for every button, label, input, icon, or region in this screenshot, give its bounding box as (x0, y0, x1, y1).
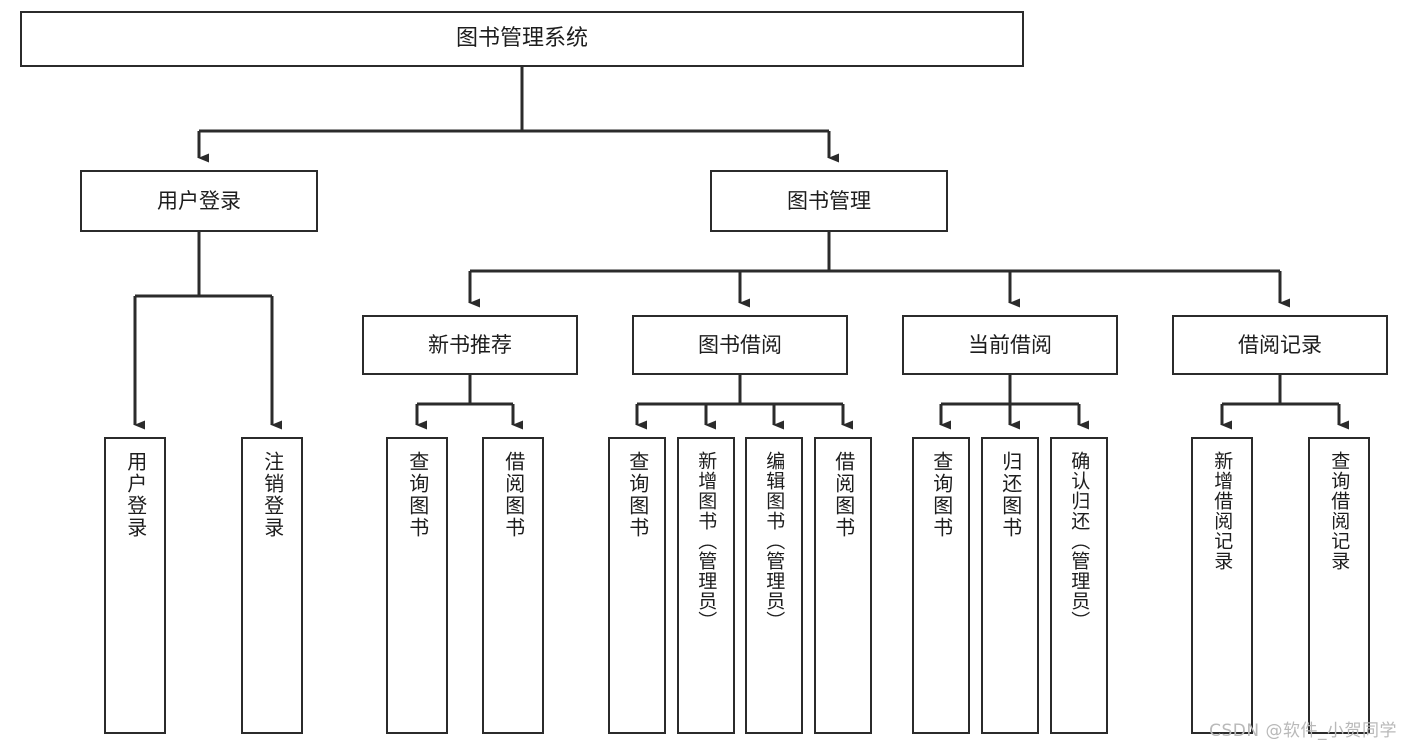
node-current-borrow[interactable]: 当前借阅 (902, 315, 1118, 375)
node-label: 归还图书 (998, 451, 1023, 539)
node-label: 图书管理 (787, 188, 871, 213)
leaf-return-book[interactable]: 归还图书 (981, 437, 1039, 734)
node-user-login[interactable]: 用户登录 (80, 170, 318, 232)
node-borrow-record[interactable]: 借阅记录 (1172, 315, 1388, 375)
node-label: 借阅图书 (501, 451, 526, 539)
leaf-query-borrow-record[interactable]: 查询借阅记录 (1308, 437, 1370, 734)
node-book-management[interactable]: 图书管理 (710, 170, 948, 232)
node-root-book-management-system[interactable]: 图书管理系统 (20, 11, 1024, 67)
leaf-new-book-borrow[interactable]: 借阅图书 (482, 437, 544, 734)
leaf-confirm-return-admin[interactable]: 确认归还（管理员） (1050, 437, 1108, 734)
leaf-logout[interactable]: 注销登录 (241, 437, 303, 734)
leaf-new-book-query[interactable]: 查询图书 (386, 437, 448, 734)
node-label: 确认归还（管理员） (1068, 451, 1091, 631)
leaf-add-book-admin[interactable]: 新增图书（管理员） (677, 437, 735, 734)
node-label: 新增借阅记录 (1211, 451, 1234, 571)
node-label: 当前借阅 (968, 332, 1052, 357)
node-label: 查询图书 (929, 451, 954, 539)
node-label: 查询借阅记录 (1328, 451, 1351, 571)
node-label: 借阅记录 (1238, 332, 1322, 357)
node-new-book-recommend[interactable]: 新书推荐 (362, 315, 578, 375)
node-label: 图书借阅 (698, 332, 782, 357)
leaf-user-login[interactable]: 用户登录 (104, 437, 166, 734)
node-label: 借阅图书 (831, 451, 856, 539)
leaf-borrow-book[interactable]: 借阅图书 (814, 437, 872, 734)
node-label: 查询图书 (625, 451, 650, 539)
node-label: 用户登录 (157, 188, 241, 213)
node-label: 新书推荐 (428, 332, 512, 357)
node-label: 查询图书 (405, 451, 430, 539)
leaf-add-borrow-record[interactable]: 新增借阅记录 (1191, 437, 1253, 734)
node-label: 用户登录 (123, 451, 148, 539)
csdn-watermark: CSDN @软件_小贺同学 (1209, 721, 1397, 741)
node-label: 新增图书（管理员） (695, 451, 718, 631)
node-label: 图书管理系统 (455, 26, 588, 52)
leaf-edit-book-admin[interactable]: 编辑图书（管理员） (745, 437, 803, 734)
node-book-borrow[interactable]: 图书借阅 (632, 315, 848, 375)
node-label: 编辑图书（管理员） (763, 451, 786, 631)
leaf-borrow-query-book[interactable]: 查询图书 (608, 437, 666, 734)
node-label: 注销登录 (260, 451, 285, 539)
leaf-current-query-book[interactable]: 查询图书 (912, 437, 970, 734)
